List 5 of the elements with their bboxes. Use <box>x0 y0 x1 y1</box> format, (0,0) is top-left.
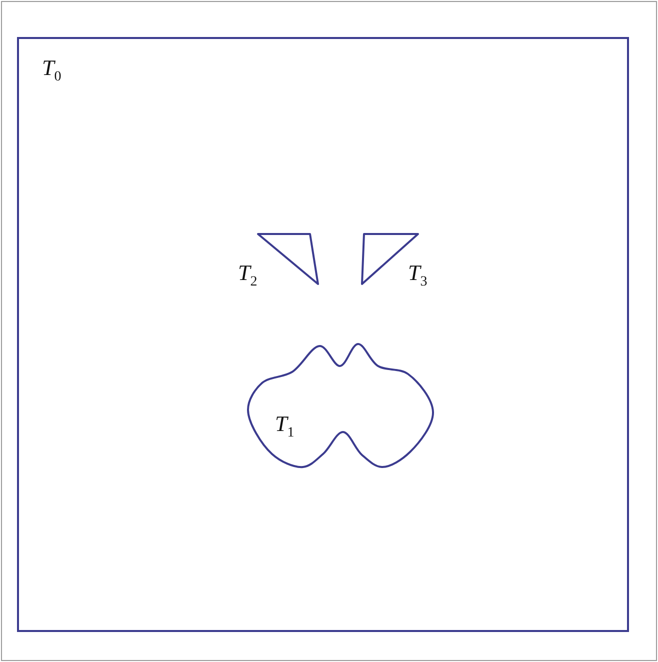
region-square <box>17 37 629 632</box>
region-label: T$_{2}$ <box>238 262 258 290</box>
region-label: T$_{1}$ <box>275 413 294 440</box>
region-label: T$_{0}$ <box>42 57 62 84</box>
region-label: T$_{3}$ <box>408 262 428 290</box>
